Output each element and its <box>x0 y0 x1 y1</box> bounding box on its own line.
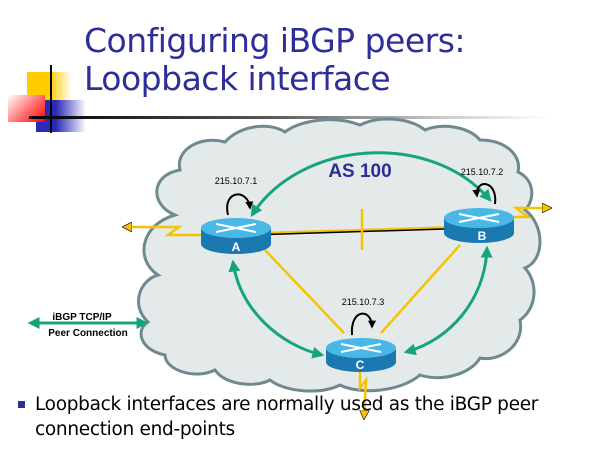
title-line-2: Loopback interface <box>84 59 391 98</box>
loopback-b-icon <box>472 183 497 205</box>
link-a-b-fill <box>257 226 453 234</box>
ibgp-session-b-c <box>403 245 493 356</box>
bullet-icon <box>18 401 25 408</box>
bullet-text: Loopback interfaces are normally used as… <box>35 394 539 440</box>
router-c-label: C <box>356 358 365 372</box>
legend-line-2: Peer Connection <box>48 328 127 339</box>
router-a-loopback-ip: 215.10.7.1 <box>215 176 258 186</box>
title-line-1: Configuring iBGP peers: <box>84 21 466 60</box>
router-b[interactable]: B <box>444 208 514 243</box>
title-underline <box>29 116 549 119</box>
external-link-c <box>358 372 366 418</box>
ibgp-session-a-b <box>250 151 492 218</box>
as-label: AS 100 <box>328 161 391 182</box>
legend: iBGP TCP/IP Peer Connection <box>27 312 149 339</box>
router-a[interactable]: A <box>201 218 271 254</box>
external-link-a <box>124 227 204 237</box>
router-arrows-icon <box>458 213 500 223</box>
router-arrows-icon <box>340 343 382 353</box>
router-b-loopback-ip: 215.10.7.2 <box>461 167 504 177</box>
router-arrows-icon <box>215 223 257 233</box>
decor-vertical-line <box>50 65 52 133</box>
router-a-label: A <box>232 240 241 254</box>
router-c-loopback-ip: 215.10.7.3 <box>342 297 385 307</box>
router-b-label: B <box>478 229 487 243</box>
external-link-b <box>510 208 550 219</box>
loopback-c-icon <box>350 312 376 336</box>
slide-title: Configuring iBGP peers: Loopback interfa… <box>84 21 466 98</box>
router-c[interactable]: C <box>326 338 396 372</box>
loopback-a-icon <box>226 193 254 216</box>
ibgp-session-a-c <box>228 259 325 359</box>
legend-line-1: iBGP TCP/IP <box>52 312 112 323</box>
